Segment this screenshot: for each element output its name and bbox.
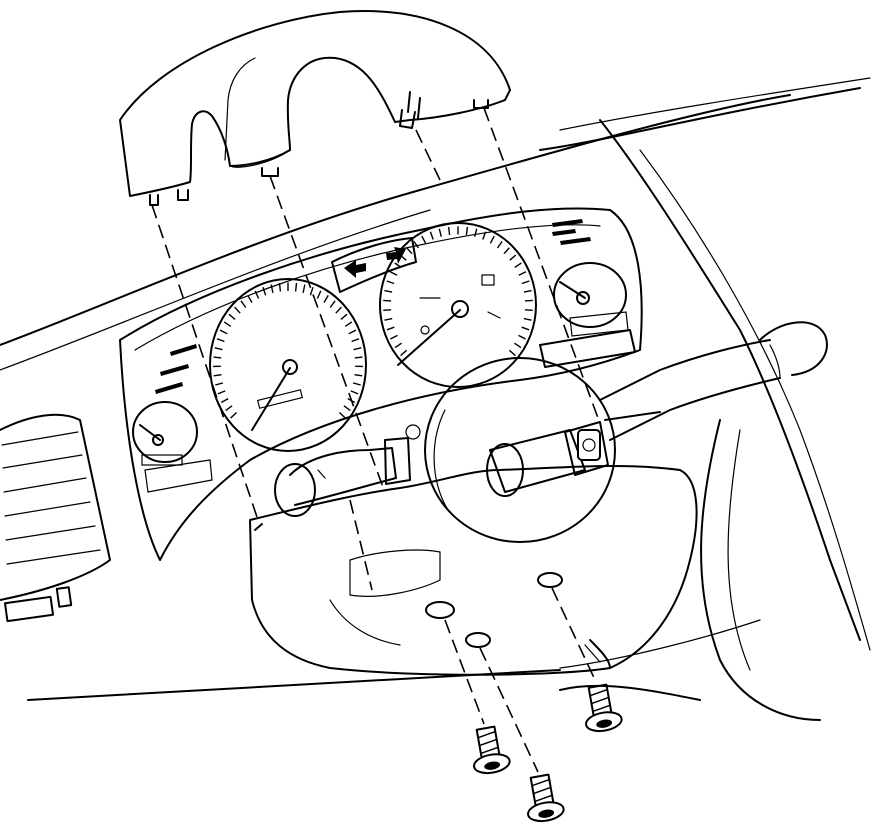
gauge-tick bbox=[354, 356, 363, 359]
gauge-tick bbox=[521, 326, 530, 331]
gauge-tick bbox=[518, 271, 527, 276]
gauge-tick bbox=[400, 349, 408, 357]
gauge-tick bbox=[514, 262, 522, 268]
gauge-tick bbox=[352, 382, 361, 386]
gauge-tick bbox=[383, 309, 392, 311]
gauge-tick bbox=[225, 405, 233, 412]
gauge-tick bbox=[523, 289, 532, 293]
gauge-tick bbox=[521, 280, 530, 285]
gauge-tick bbox=[389, 271, 398, 276]
gauge-tick bbox=[316, 290, 322, 299]
odometer-panel bbox=[539, 329, 636, 368]
gauge-tick bbox=[340, 313, 348, 321]
gauge-tick bbox=[223, 321, 232, 327]
turn-indicator-panel bbox=[331, 237, 417, 293]
tachometer bbox=[379, 222, 537, 388]
gauge-tick bbox=[350, 390, 359, 395]
gauge-tick bbox=[524, 299, 533, 302]
gauge-tick bbox=[216, 338, 225, 343]
gauge-tick bbox=[524, 309, 533, 311]
warning-lamp-cluster-left bbox=[155, 344, 197, 394]
gauge-tick bbox=[354, 374, 363, 377]
gauge-tick bbox=[228, 313, 236, 321]
gauge-tick bbox=[343, 405, 351, 412]
gauge-tick bbox=[213, 356, 222, 359]
gauge-tick bbox=[338, 411, 346, 419]
fuel-gauge bbox=[132, 401, 213, 493]
gauge-tick bbox=[386, 280, 395, 285]
gauge-tick bbox=[386, 326, 395, 331]
gauge-tick bbox=[406, 247, 413, 255]
gauge-tick bbox=[496, 240, 503, 249]
gauge-tick bbox=[230, 411, 238, 419]
gauge-tick bbox=[262, 286, 267, 296]
gauge-tick bbox=[351, 338, 360, 343]
gauge-tick bbox=[219, 329, 228, 335]
gauge-tick bbox=[309, 286, 314, 296]
gauge-tick bbox=[394, 342, 402, 349]
temperature-gauge bbox=[552, 219, 629, 337]
gauge-tick bbox=[217, 390, 226, 395]
gauge-tick bbox=[220, 397, 229, 404]
gauge-tick bbox=[270, 284, 274, 294]
upper-steering-column-shroud bbox=[119, 10, 511, 206]
gauge-tick bbox=[429, 231, 434, 240]
gauge-tick bbox=[247, 295, 253, 303]
gauge-tick bbox=[489, 235, 495, 244]
gauge-tick bbox=[348, 329, 357, 335]
gauge-tick bbox=[523, 317, 532, 321]
gauge-tick bbox=[234, 306, 241, 314]
gauge-tick bbox=[278, 282, 282, 292]
dashboard-air-vent bbox=[0, 413, 111, 623]
gauge-tick bbox=[421, 235, 427, 244]
gauge-tick bbox=[384, 317, 393, 321]
wiper-stalk bbox=[599, 321, 828, 441]
lower-steering-column-shroud bbox=[249, 464, 698, 676]
gauge-tick bbox=[335, 306, 342, 314]
gauge-tick bbox=[390, 334, 398, 340]
gauge-tick bbox=[383, 299, 392, 302]
gauge-tick bbox=[508, 349, 516, 357]
gauge-tick bbox=[353, 347, 362, 351]
gauge-tick bbox=[214, 347, 223, 351]
gauge-tick bbox=[438, 228, 442, 237]
gauge-tick bbox=[509, 254, 517, 261]
gauge-tick bbox=[215, 382, 224, 386]
gauge-tick bbox=[503, 247, 510, 255]
gauge-tick bbox=[329, 300, 336, 308]
gauge-tick bbox=[323, 295, 329, 303]
gauge-tick bbox=[384, 289, 393, 293]
gauge-tick bbox=[518, 334, 526, 340]
gauge-tick bbox=[514, 342, 522, 349]
gauge-tick bbox=[413, 240, 420, 249]
gauge-tick bbox=[240, 300, 247, 308]
gauge-tick bbox=[302, 284, 306, 294]
shroud-screw bbox=[473, 725, 511, 775]
steering-column bbox=[424, 357, 661, 543]
alignment-lines bbox=[151, 107, 599, 773]
speedometer bbox=[209, 278, 367, 452]
turn-signal-stalk bbox=[274, 424, 421, 517]
gauge-tick bbox=[254, 290, 260, 299]
gauge-tick bbox=[447, 226, 451, 236]
gauge-tick bbox=[474, 228, 478, 237]
gauge-tick bbox=[294, 282, 298, 292]
gauge-tick bbox=[482, 231, 487, 240]
gauge-tick bbox=[465, 226, 469, 236]
instrument-cluster bbox=[119, 207, 643, 561]
dashboard bbox=[0, 77, 871, 721]
gauge-tick bbox=[213, 374, 222, 377]
shroud-screw bbox=[585, 683, 623, 733]
shroud-screw bbox=[527, 773, 565, 823]
gauge-tick bbox=[344, 321, 353, 327]
